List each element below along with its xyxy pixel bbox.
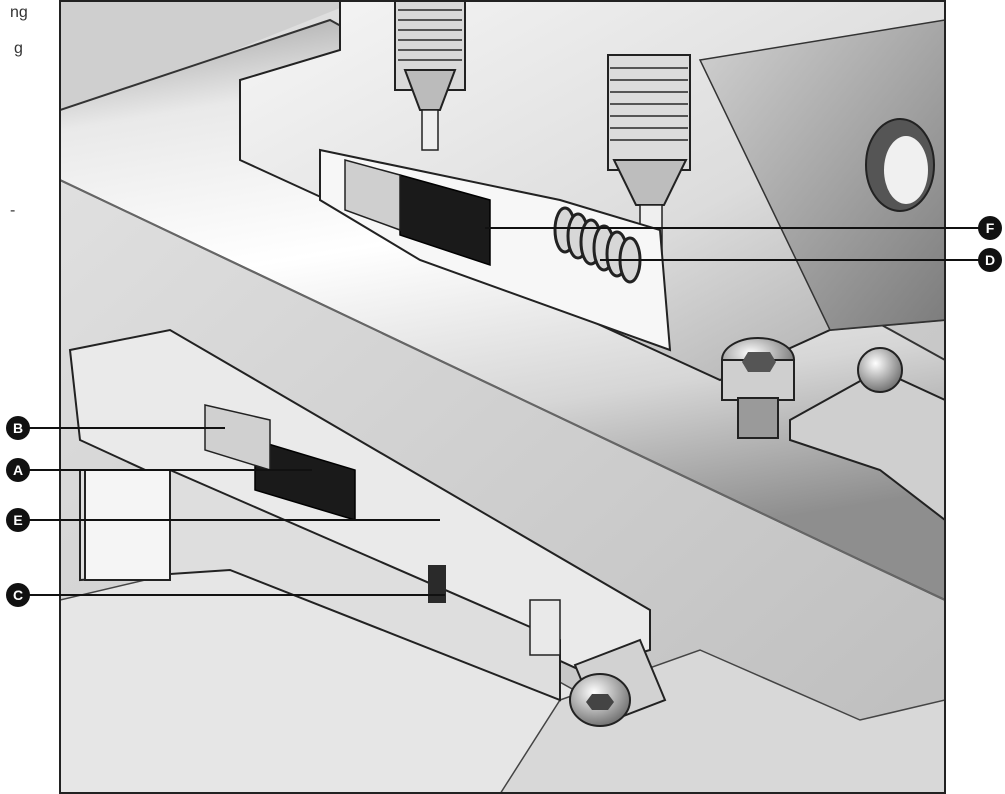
- lower-set-screw: [569, 638, 667, 727]
- callout-a-label: A: [13, 462, 23, 478]
- illustration-frame: [59, 0, 946, 794]
- callout-f-label: F: [986, 220, 995, 236]
- callout-b-label: B: [13, 420, 23, 436]
- callout-f: F: [978, 216, 1002, 240]
- lower-lug: [529, 599, 561, 656]
- gland-bolt-hole-inner: [884, 136, 928, 204]
- threaded-port-left: [394, 0, 466, 151]
- illustration-body: [60, 0, 945, 794]
- callout-d-label: D: [985, 252, 995, 268]
- callout-d: D: [978, 248, 1002, 272]
- leader-lines: [28, 227, 980, 596]
- callout-a: A: [6, 458, 30, 482]
- callout-e: E: [6, 508, 30, 532]
- upper-stationary-ring: [344, 159, 401, 232]
- collar-set-screw-right: [857, 347, 903, 393]
- gland-socket-bolt: [721, 337, 795, 439]
- shaft-lower-edge: [60, 179, 945, 601]
- callout-e-label: E: [13, 512, 22, 528]
- callout-c: C: [6, 583, 30, 607]
- cropped-text-line-2: g: [14, 40, 23, 57]
- lower-end-block: [84, 469, 171, 581]
- drive-pin: [428, 565, 446, 603]
- cropped-text-line-1: ng: [10, 4, 28, 21]
- callout-b: B: [6, 416, 30, 440]
- gland-side-face: [698, 19, 945, 331]
- callout-c-label: C: [13, 587, 23, 603]
- cropped-text-line-3: -: [10, 202, 16, 219]
